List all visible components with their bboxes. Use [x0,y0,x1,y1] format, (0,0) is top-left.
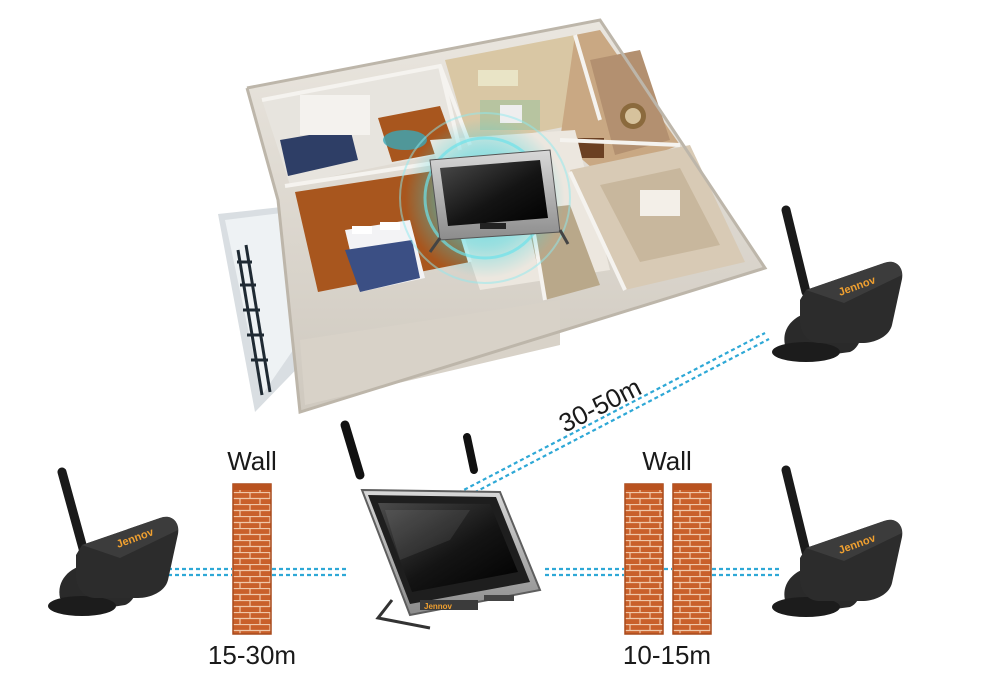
wall-label-right: Wall [642,446,692,476]
signal-lines [168,332,780,577]
brick-wall-icon [672,483,712,635]
wireless-camera-icon: Jennov [772,465,903,617]
brick-wall-icon [624,483,664,635]
distance-label-left: 15-30m [208,640,296,670]
wireless-camera-icon: Jennov [772,205,903,362]
wireless-camera-icon: Jennov [48,467,179,616]
nvr-brand-text: Jennov [424,602,453,611]
wall-label-left: Wall [227,446,277,476]
distance-label-right: 10-15m [623,640,711,670]
nvr-monitor-small [428,149,570,253]
nvr-monitor-icon: Jennov [340,420,542,630]
brick-wall-icon [232,483,272,635]
floor-plan-3d-icon [218,18,768,414]
